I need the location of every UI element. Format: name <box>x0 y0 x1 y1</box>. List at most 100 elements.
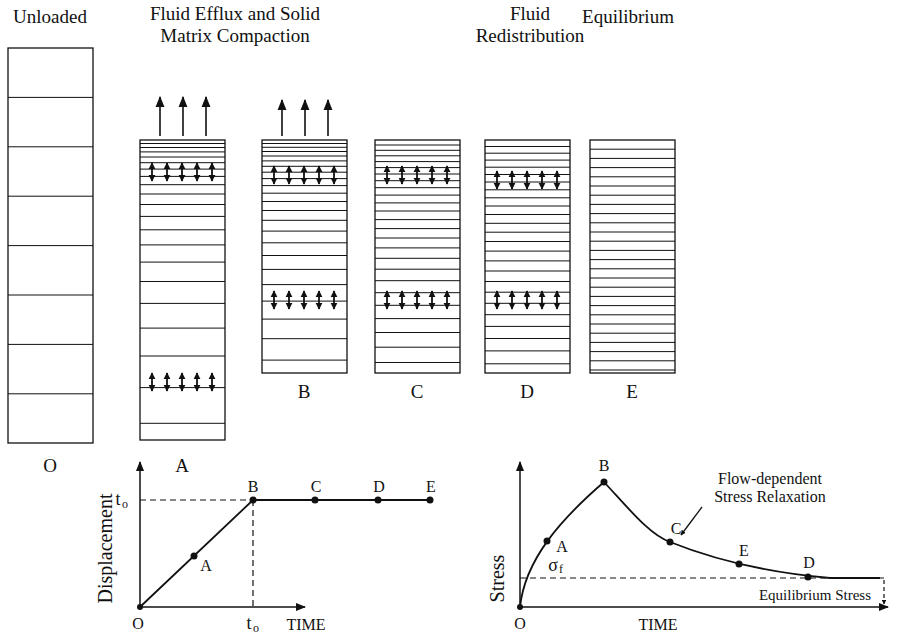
layer-line <box>375 228 460 229</box>
flow-arrow <box>416 291 418 309</box>
layer-line <box>140 356 225 357</box>
layer-line <box>485 189 570 190</box>
layer-line <box>590 296 675 297</box>
flow-arrow <box>166 163 168 181</box>
layer-line <box>375 332 460 333</box>
flow-arrow <box>273 166 275 184</box>
layer-line <box>375 258 460 259</box>
layer-line <box>590 333 675 334</box>
axis-tick-subscript: o <box>253 622 259 635</box>
layer-line <box>8 393 93 394</box>
flow-arrow <box>401 291 403 309</box>
axis-title: Stress <box>486 554 509 602</box>
flow-arrow <box>181 163 183 181</box>
state-letter: A <box>175 455 189 477</box>
stress-subscript: f <box>559 563 563 577</box>
point-letter: O <box>132 615 144 633</box>
flow-arrow <box>166 373 168 391</box>
callout-label: Equilibrium Stress <box>759 587 871 604</box>
flow-arrow <box>288 291 290 309</box>
flow-arrow <box>333 291 335 309</box>
layer-line <box>262 185 347 186</box>
flow-arrow <box>303 166 305 184</box>
point-letter: B <box>248 478 259 496</box>
layer-line <box>262 210 347 211</box>
layer-line <box>485 281 570 282</box>
layer-line <box>262 147 347 148</box>
layer-line <box>140 151 225 152</box>
layer-line <box>590 305 675 306</box>
point-letter: E <box>426 478 436 496</box>
flow-arrow <box>496 291 498 309</box>
layer-line <box>375 195 460 196</box>
layer-line <box>262 156 347 157</box>
layer-line <box>8 196 93 197</box>
tissue-column <box>590 140 675 373</box>
state-letter: D <box>520 381 534 403</box>
layer-line <box>485 232 570 233</box>
flow-arrow <box>496 171 498 189</box>
flow-arrow <box>211 163 213 181</box>
point-letter: A <box>556 538 568 556</box>
point-letter: D <box>803 554 815 572</box>
layer-line <box>590 259 675 260</box>
layer-line <box>375 155 460 156</box>
axis-title: TIME <box>638 616 677 634</box>
layer-line <box>140 216 225 217</box>
layer-line <box>485 271 570 272</box>
flow-arrow <box>401 166 403 184</box>
layer-line <box>590 324 675 325</box>
layer-line <box>375 362 460 363</box>
layer-line <box>485 197 570 198</box>
layer-line <box>375 161 460 162</box>
layer-line <box>590 176 675 177</box>
point-letter: B <box>599 457 610 475</box>
layer-line <box>590 222 675 223</box>
layer-line <box>8 146 93 147</box>
layer-line <box>485 223 570 224</box>
layer-line <box>140 194 225 195</box>
flow-arrow <box>541 171 543 189</box>
layer-line <box>590 149 675 150</box>
state-letter: B <box>298 381 311 403</box>
stress-graph <box>517 462 888 610</box>
layer-line <box>590 314 675 315</box>
axis-title: TIME <box>286 616 325 634</box>
tissue-columns <box>8 48 675 443</box>
layer-line <box>262 319 347 320</box>
layer-line <box>375 211 460 212</box>
flow-arrow <box>446 291 448 309</box>
layer-line <box>375 247 460 248</box>
layer-line <box>140 303 225 304</box>
layer-line <box>590 370 675 371</box>
tissue-column <box>485 140 570 373</box>
layer-line <box>140 262 225 263</box>
flow-arrow <box>526 291 528 309</box>
layer-line <box>590 351 675 352</box>
layer-line <box>262 193 347 194</box>
layer-line <box>375 150 460 151</box>
layer-line <box>262 220 347 221</box>
flow-arrow <box>446 166 448 184</box>
layer-line <box>375 202 460 203</box>
layer-line <box>262 231 347 232</box>
layer-line <box>375 269 460 270</box>
callout-label: Flow-dependent Stress Relaxation <box>703 470 838 507</box>
tissue-column <box>140 140 225 440</box>
axis-tick: t <box>246 613 251 634</box>
column-heading: Unloaded <box>13 6 87 28</box>
layer-line <box>485 314 570 315</box>
column-heading: Fluid Efflux and Solid Matrix Compaction <box>128 3 343 47</box>
layer-line <box>485 206 570 207</box>
layer-line <box>590 241 675 242</box>
flow-arrow <box>211 373 213 391</box>
flow-arrow <box>273 291 275 309</box>
flow-arrow <box>196 373 198 391</box>
layer-line <box>590 167 675 168</box>
layer-line <box>485 326 570 327</box>
layer-line <box>590 213 675 214</box>
layer-line <box>485 350 570 351</box>
flow-arrow <box>511 291 513 309</box>
layer-line <box>140 204 225 205</box>
